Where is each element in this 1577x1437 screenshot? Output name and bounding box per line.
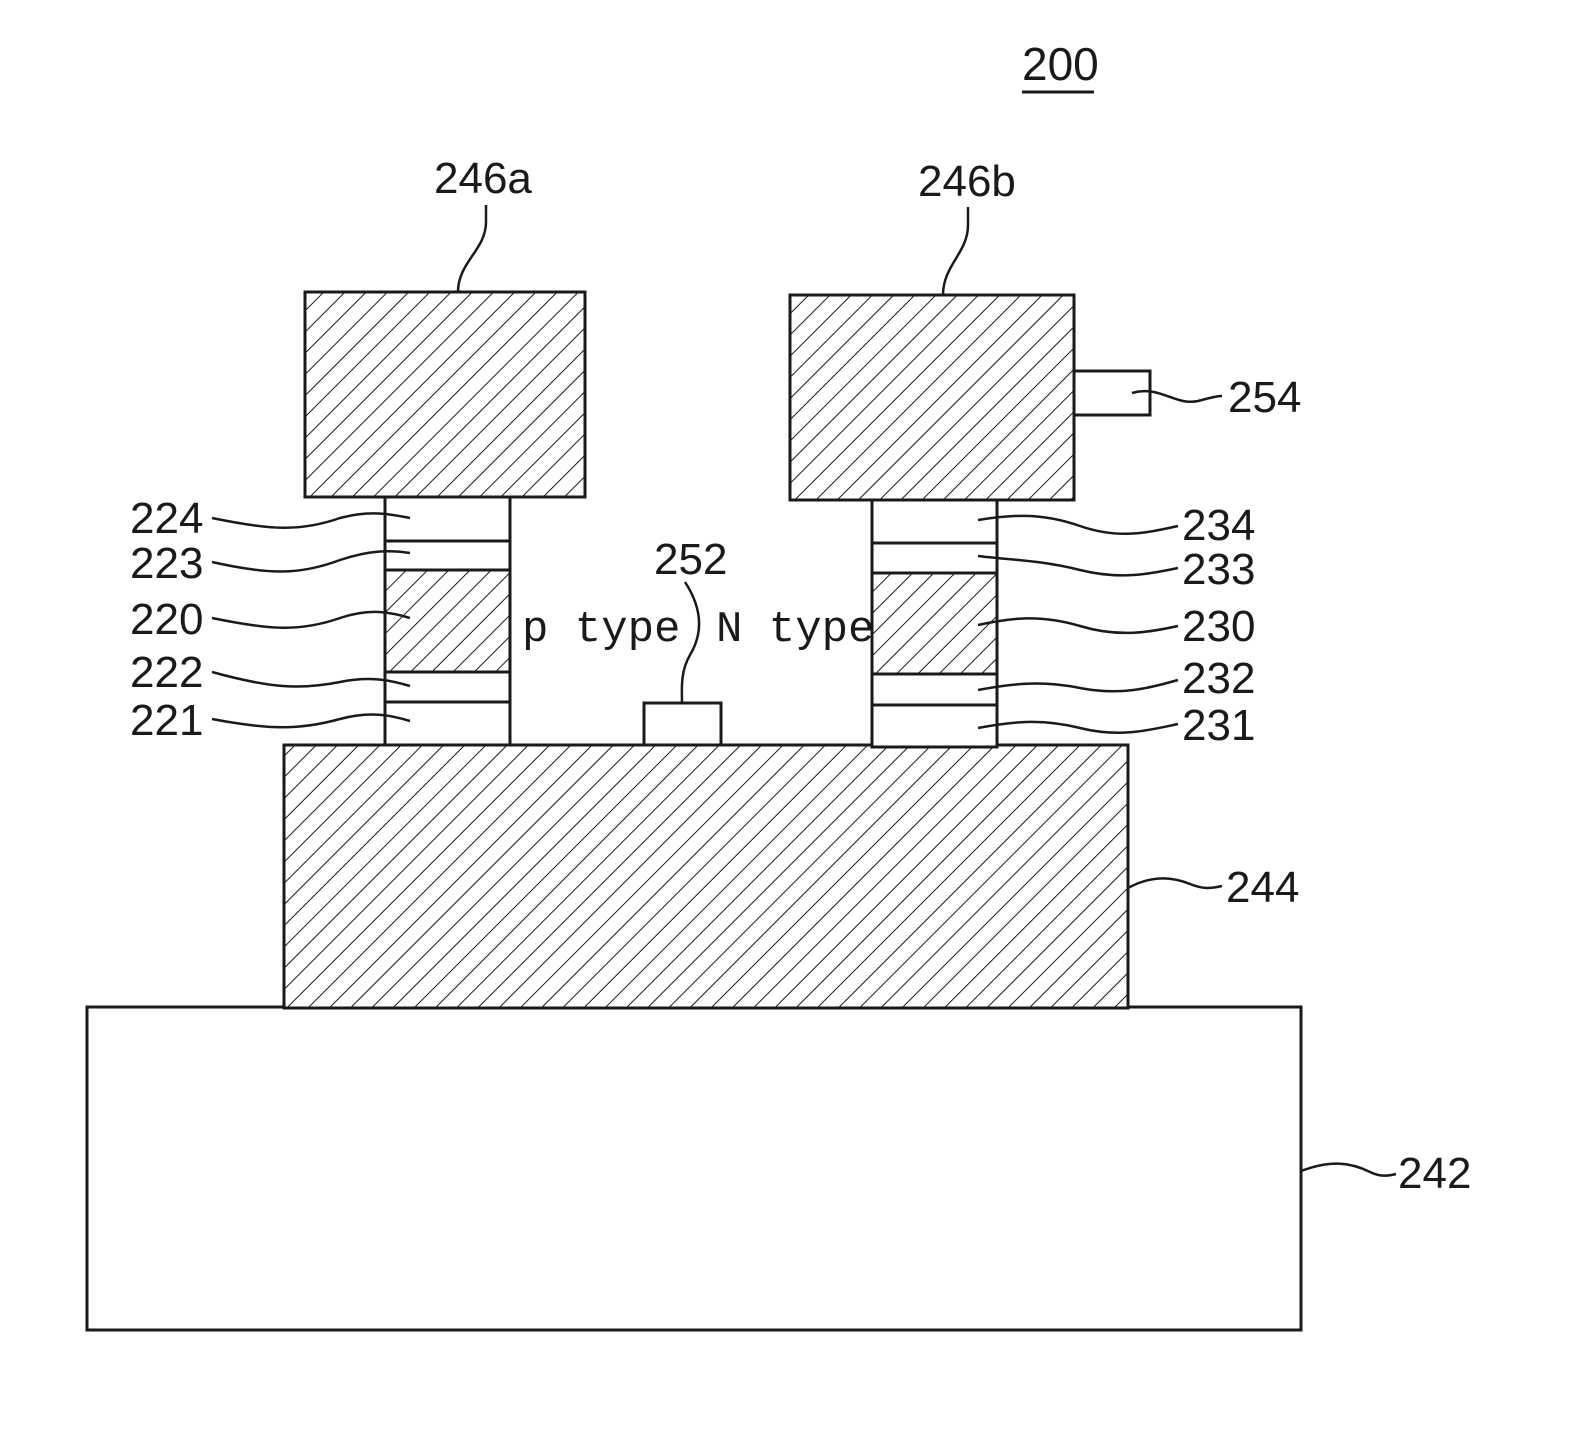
right-stack [872,500,997,747]
left-stack [385,497,510,745]
leader-244 [1128,878,1222,888]
leader-221 [212,715,410,728]
label-242: 242 [1398,1149,1471,1198]
right-layer-bottom [872,705,997,747]
left-core [385,570,510,672]
label-252: 252 [654,535,727,584]
label-221: 221 [130,696,203,745]
right-core [872,573,997,674]
label-230: 230 [1182,602,1255,651]
label-246b: 246b [918,157,1016,206]
leader-224 [212,513,410,527]
leader-223 [212,551,410,571]
substrate-block [87,1007,1301,1330]
label-233: 233 [1182,545,1255,594]
leader-246a [458,205,486,292]
leader-252 [682,582,699,703]
label-232: 232 [1182,654,1255,703]
right-side-contact [1074,371,1150,415]
leader-220 [212,612,410,628]
label-220: 220 [130,595,203,644]
middle-layer-block [284,745,1128,1008]
label-246a: 246a [434,154,532,203]
right-layer-top [872,500,997,543]
right-layer-upper [872,543,997,573]
left-layer-lower [385,672,510,702]
center-contact [644,703,721,745]
right-electrode [790,295,1074,500]
leader-230 [978,618,1178,633]
leader-246b [943,207,968,295]
leader-231 [978,722,1178,733]
label-224: 224 [130,494,203,543]
figure-number: 200 [1022,38,1099,90]
leader-234 [978,516,1178,534]
label-222: 222 [130,648,203,697]
leader-242 [1301,1164,1396,1176]
left-layer-upper [385,541,510,570]
leader-222 [212,672,410,687]
label-234: 234 [1182,501,1255,550]
left-electrode [305,292,585,497]
p-type-label: p type [522,605,680,655]
label-244: 244 [1226,863,1299,912]
leader-233 [978,556,1178,575]
n-type-label: N type [716,605,874,655]
leader-232 [978,680,1178,691]
label-223: 223 [130,539,203,588]
left-layer-top [385,497,510,541]
label-231: 231 [1182,701,1255,750]
label-254: 254 [1228,373,1301,422]
left-layer-bottom [385,702,510,745]
